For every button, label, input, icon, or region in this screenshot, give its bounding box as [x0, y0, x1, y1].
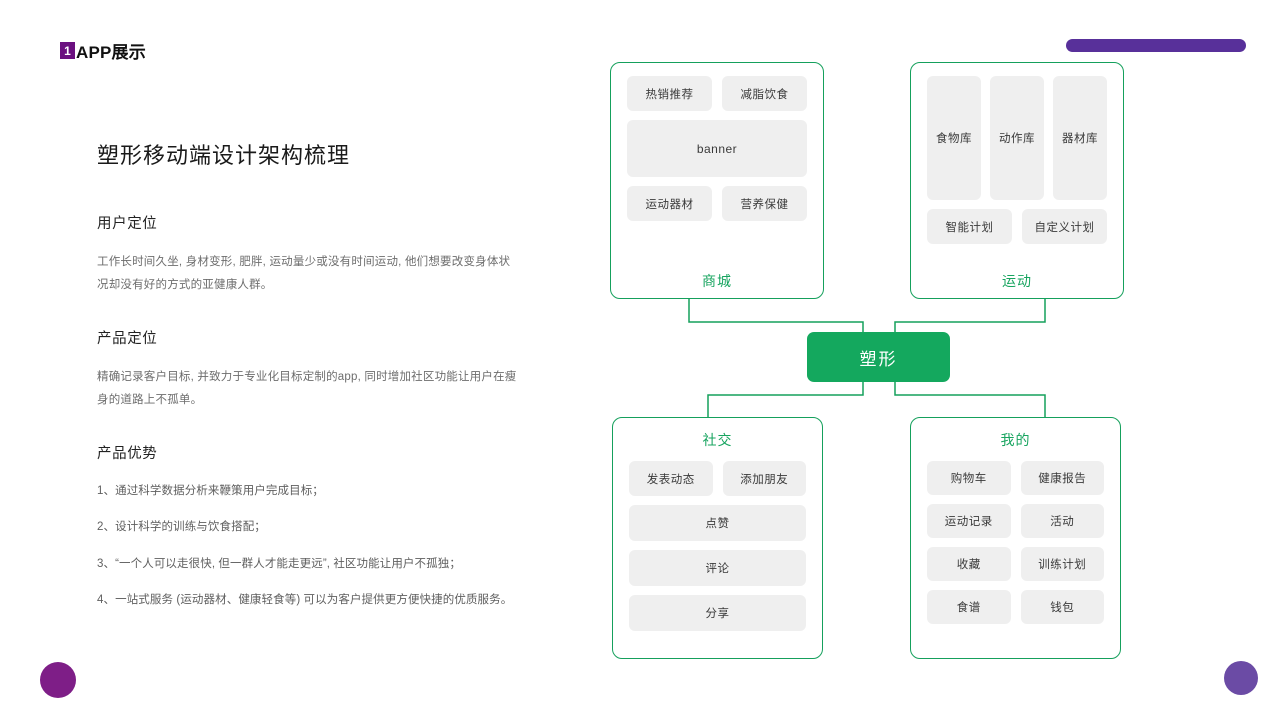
tile-banner[interactable]: banner [627, 120, 807, 177]
card-shop[interactable]: 热销推荐 减脂饮食 banner 运动器材 营养保健 商城 [610, 62, 824, 299]
card-social[interactable]: 社交 发表动态 添加朋友 点赞 评论 分享 [612, 417, 823, 659]
section-product-advantages: 产品优势 1、通过科学数据分析来鞭策用户完成目标； 2、设计科学的训练与饮食搭配… [97, 442, 517, 611]
tile-recipe[interactable]: 食谱 [927, 590, 1011, 624]
tile-post-status[interactable]: 发表动态 [629, 461, 713, 496]
tile-sports-equipment[interactable]: 运动器材 [627, 186, 712, 221]
tile-nutrition-healthcare[interactable]: 营养保健 [722, 186, 807, 221]
section-heading-user-positioning: 用户定位 [97, 216, 158, 232]
architecture-diagram: 热销推荐 减脂饮食 banner 运动器材 营养保健 商城 食物库 动作库 器材… [595, 50, 1165, 675]
social-row-1: 发表动态 添加朋友 [629, 461, 806, 496]
tile-shopping-cart[interactable]: 购物车 [927, 461, 1011, 495]
tile-training-plan[interactable]: 训练计划 [1020, 547, 1104, 581]
page-title: 塑形移动端设计架构梳理 [97, 143, 351, 168]
shop-row-1: 热销推荐 减脂饮食 [627, 76, 807, 111]
shop-row-2: 运动器材 营养保健 [627, 186, 807, 221]
tile-share[interactable]: 分享 [629, 595, 806, 631]
header-number-badge: 1 [60, 42, 75, 59]
tile-wallet[interactable]: 钱包 [1020, 590, 1104, 624]
card-label-shop: 商城 [702, 273, 732, 289]
tile-action-library[interactable]: 动作库 [990, 76, 1044, 200]
tile-comment[interactable]: 评论 [629, 550, 806, 586]
header-title: APP展示 [76, 43, 146, 62]
tile-like[interactable]: 点赞 [629, 505, 806, 541]
center-node-suxing[interactable]: 塑形 [807, 332, 950, 382]
bottom-right-circle-decoration [1224, 661, 1258, 695]
sport-plan-row: 智能计划 自定义计划 [927, 209, 1107, 244]
advantage-item: 3、“一个人可以走很快, 但一群人才能走更远”, 社区功能让用户不孤独； [97, 557, 461, 570]
section-body-user-positioning: 工作长时间久坐, 身材变形, 肥胖, 运动量少或没有时间运动, 他们想要改变身体… [97, 256, 511, 291]
tile-equipment-library[interactable]: 器材库 [1053, 76, 1107, 200]
tile-add-friend[interactable]: 添加朋友 [722, 461, 806, 496]
sport-library-row: 食物库 动作库 器材库 [927, 76, 1107, 200]
tile-food-library[interactable]: 食物库 [927, 76, 981, 200]
tile-favorites[interactable]: 收藏 [927, 547, 1011, 581]
top-right-pill-decoration [1066, 39, 1246, 52]
social-stack: 点赞 评论 分享 [629, 505, 806, 640]
card-label-social: 社交 [702, 432, 733, 448]
tile-activity[interactable]: 活动 [1020, 504, 1104, 538]
mine-grid: 购物车 健康报告 运动记录 活动 收藏 训练计划 食谱 钱包 [927, 461, 1104, 624]
section-heading-product-advantages: 产品优势 [97, 446, 158, 462]
advantage-item: 4、一站式服务 (运动器材、健康轻食等) 可以为客户提供更方便快捷的优质服务。 [97, 593, 513, 606]
card-mine[interactable]: 我的 购物车 健康报告 运动记录 活动 收藏 训练计划 食谱 钱包 [910, 417, 1121, 659]
tile-health-report[interactable]: 健康报告 [1020, 461, 1104, 495]
advantage-item: 1、通过科学数据分析来鞭策用户完成目标； [97, 485, 324, 497]
section-heading-product-positioning: 产品定位 [97, 331, 158, 347]
section-body-product-positioning: 精确记录客户目标, 并致力于专业化目标定制的app, 同时增加社区功能让用户在瘦… [97, 371, 517, 406]
section-user-positioning: 用户定位 工作长时间久坐, 身材变形, 肥胖, 运动量少或没有时间运动, 他们想… [97, 212, 517, 297]
left-content-column: 塑形移动端设计架构梳理 用户定位 工作长时间久坐, 身材变形, 肥胖, 运动量少… [97, 138, 517, 641]
bottom-left-circle-decoration [40, 662, 76, 698]
tile-fat-reduction-diet[interactable]: 减脂饮食 [722, 76, 807, 111]
section-product-positioning: 产品定位 精确记录客户目标, 并致力于专业化目标定制的app, 同时增加社区功能… [97, 327, 517, 412]
advantage-item: 2、设计科学的训练与饮食搭配； [97, 521, 266, 534]
tile-smart-plan[interactable]: 智能计划 [927, 209, 1012, 244]
tile-exercise-record[interactable]: 运动记录 [927, 504, 1011, 538]
card-label-mine: 我的 [1000, 432, 1031, 448]
card-label-sport: 运动 [1002, 273, 1032, 289]
advantages-list: 1、通过科学数据分析来鞭策用户完成目标； 2、设计科学的训练与饮食搭配； 3、“… [97, 481, 517, 611]
tile-custom-plan[interactable]: 自定义计划 [1022, 209, 1107, 244]
card-sport[interactable]: 食物库 动作库 器材库 智能计划 自定义计划 运动 [910, 62, 1124, 299]
tile-hot-recommend[interactable]: 热销推荐 [627, 76, 712, 111]
page-header: 1 APP展示 [60, 38, 146, 63]
